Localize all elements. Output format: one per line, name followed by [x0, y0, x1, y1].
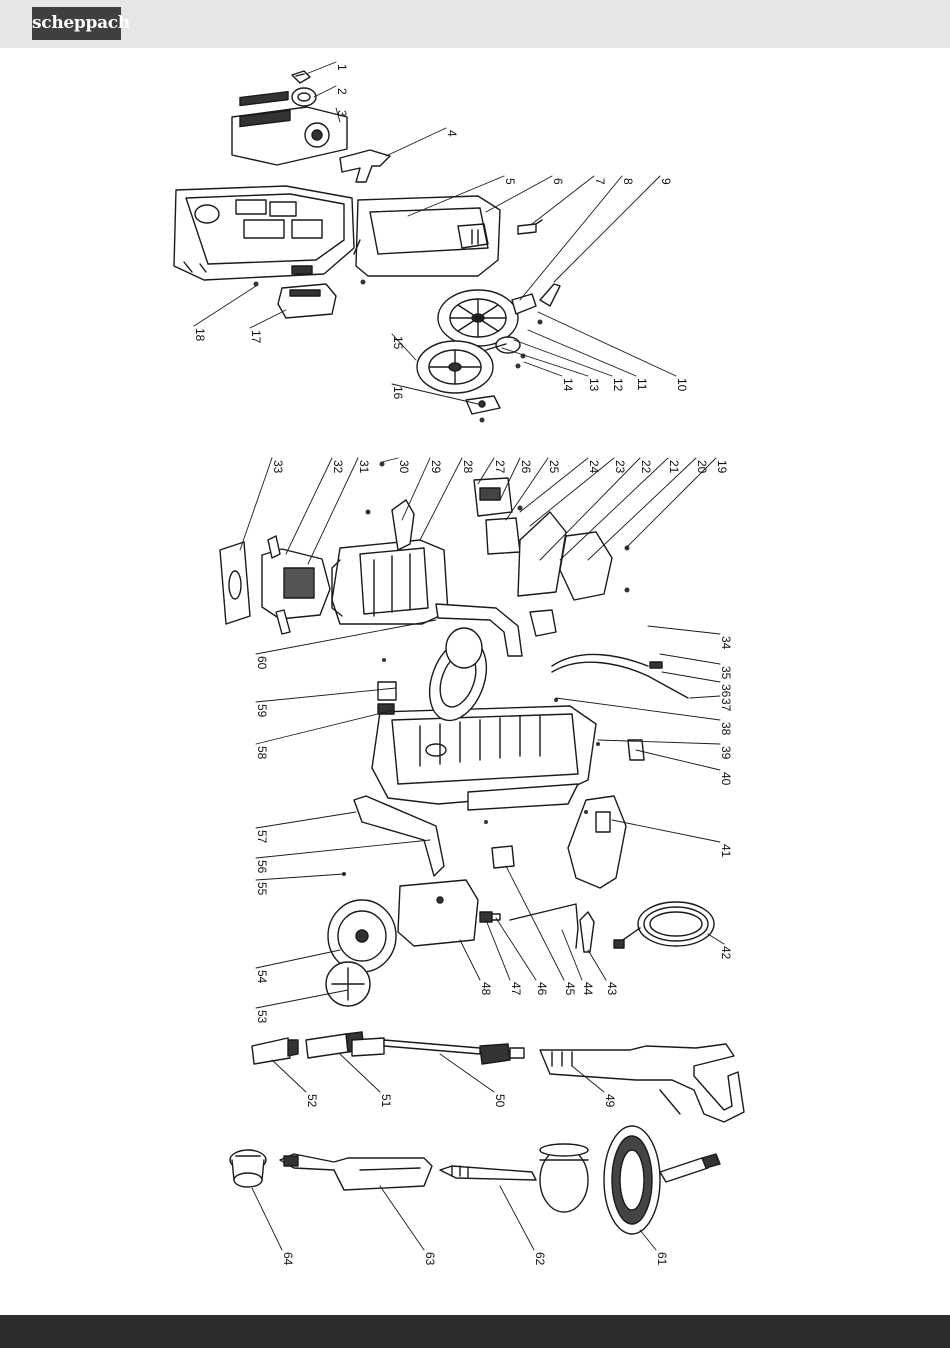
- part-33-gasket: [220, 542, 250, 624]
- part-label-23: 23: [613, 460, 627, 474]
- part-label-60: 60: [255, 656, 269, 670]
- part-label-37: 37: [719, 698, 733, 712]
- part-label-56: 56: [255, 860, 269, 874]
- part-label-59: 59: [255, 704, 269, 718]
- part-label-36: 36: [719, 684, 733, 698]
- part-label-11: 11: [635, 378, 649, 391]
- part-label-8: 8: [621, 178, 635, 185]
- part-label-32: 32: [331, 460, 345, 474]
- part-label-20: 20: [695, 460, 709, 474]
- part-label-45: 45: [563, 982, 577, 996]
- part-housing-top: [174, 186, 354, 280]
- part-62-rotary-brush: [440, 1144, 588, 1212]
- part-31-32-pump: [262, 536, 330, 634]
- part-label-10: 10: [675, 378, 689, 392]
- part-label-31: 31: [357, 460, 371, 474]
- part-label-22: 22: [639, 460, 653, 474]
- part-label-42: 42: [719, 946, 733, 960]
- part-48-tank: [398, 880, 478, 946]
- part-label-47: 47: [509, 982, 523, 996]
- part-17-bracket: [278, 284, 336, 318]
- part-61-surface-cleaner: [604, 1126, 720, 1234]
- part-label-19: 19: [715, 460, 729, 474]
- part-label-27: 27: [493, 460, 507, 474]
- part-label-24: 24: [587, 460, 601, 474]
- part-label-28: 28: [461, 460, 475, 474]
- part-63-surface-brush: [280, 1154, 432, 1190]
- part-label-13: 13: [587, 378, 601, 392]
- part-53-54-wheel: [326, 900, 396, 1006]
- part-label-39: 39: [719, 746, 733, 760]
- part-chassis: [372, 706, 596, 810]
- part-label-15: 15: [391, 336, 405, 350]
- part-56-57-foot: [354, 796, 444, 876]
- part-3-control-panel: [232, 92, 347, 165]
- part-16-cover: [466, 396, 500, 414]
- part-label-43: 43: [605, 982, 619, 996]
- part-label-7: 7: [593, 178, 607, 185]
- part-52-nozzle: [252, 1038, 298, 1064]
- footer-bar: [0, 1315, 950, 1348]
- part-label-25: 25: [547, 460, 561, 474]
- part-label-62: 62: [533, 1252, 547, 1266]
- part-label-63: 63: [423, 1252, 437, 1266]
- part-label-26: 26: [519, 460, 533, 474]
- part-label-61: 61: [655, 1252, 669, 1266]
- part-1-clip: [292, 71, 310, 83]
- part-label-30: 30: [397, 460, 411, 474]
- part-43-clip: [580, 912, 594, 952]
- part-label-29: 29: [429, 460, 443, 474]
- part-label-5: 5: [503, 178, 517, 185]
- part-label-2: 2: [335, 88, 349, 95]
- part-label-14: 14: [561, 378, 575, 392]
- part-label-51: 51: [379, 1094, 393, 1108]
- part-label-54: 54: [255, 970, 269, 984]
- part-64-adapter: [230, 1150, 266, 1187]
- part-label-34: 34: [719, 636, 733, 650]
- part-58-59-fittings: [378, 682, 396, 714]
- part-label-49: 49: [603, 1094, 617, 1108]
- part-46-47-connectors: [480, 912, 500, 922]
- part-50-lance: [352, 1038, 524, 1064]
- part-label-9: 9: [659, 178, 673, 185]
- part-label-64: 64: [281, 1252, 295, 1266]
- part-49-spray-gun: [540, 1044, 744, 1122]
- part-2-ring: [292, 88, 316, 106]
- part-label-52: 52: [305, 1094, 319, 1108]
- part-label-4: 4: [445, 130, 459, 137]
- part-label-17: 17: [249, 330, 263, 344]
- part-label-33: 33: [271, 460, 285, 474]
- part-label-44: 44: [581, 982, 595, 996]
- part-4-hose-hook: [340, 150, 390, 182]
- part-label-38: 38: [719, 722, 733, 736]
- part-label-40: 40: [719, 772, 733, 786]
- part-35-37-cable: [552, 654, 688, 698]
- part-label-35: 35: [719, 666, 733, 680]
- part-label-57: 57: [255, 830, 269, 844]
- part-label-16: 16: [391, 386, 405, 400]
- part-label-12: 12: [611, 378, 625, 392]
- part-label-53: 53: [255, 1010, 269, 1024]
- part-label-50: 50: [493, 1094, 507, 1108]
- part-label-41: 41: [719, 844, 733, 858]
- part-28-motor: [332, 540, 448, 624]
- part-label-3: 3: [335, 110, 349, 117]
- part-41-front-cover: [568, 796, 626, 888]
- part-label-6: 6: [551, 178, 565, 185]
- part-45-label: [492, 846, 514, 868]
- part-label-18: 18: [193, 328, 207, 342]
- part-label-48: 48: [479, 982, 493, 996]
- part-label-55: 55: [255, 882, 269, 896]
- part-7-fitting: [518, 220, 542, 234]
- part-42-hose: [614, 902, 714, 948]
- part-label-46: 46: [535, 982, 549, 996]
- part-label-1: 1: [335, 64, 349, 71]
- part-label-21: 21: [667, 460, 681, 474]
- part-label-58: 58: [255, 746, 269, 760]
